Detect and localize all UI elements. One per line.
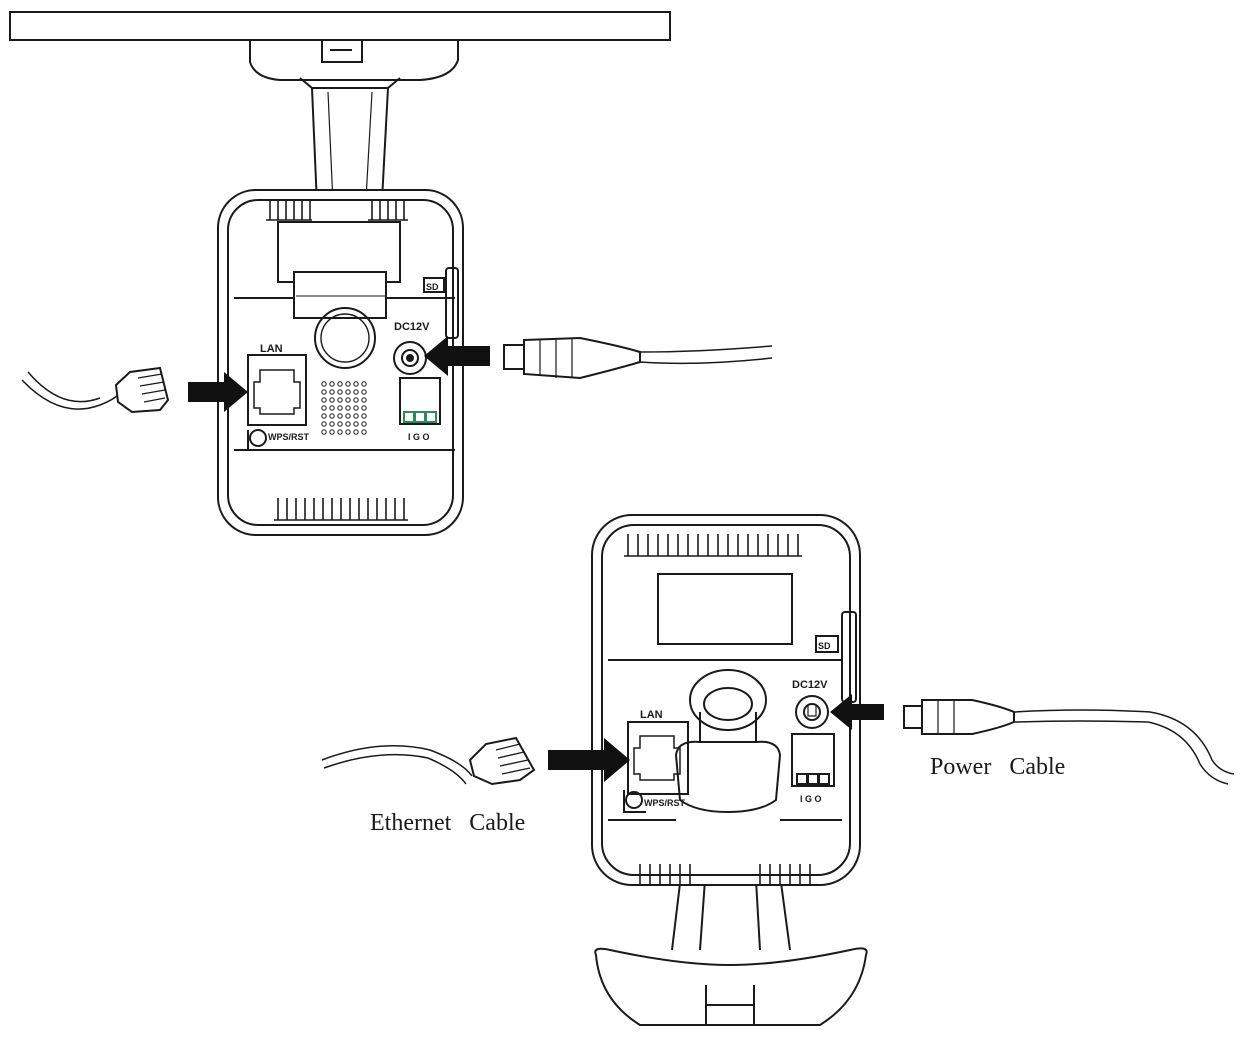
speaker-hole [361,381,367,387]
top-wps-button [249,429,267,447]
bottom-ethernet-arrow [548,738,630,782]
speaker-hole [321,429,327,435]
top-dc-plug-body [523,336,641,380]
bottom-lens-barrel [689,669,767,752]
speaker-hole [353,389,359,395]
speaker-hole [337,397,343,403]
speaker-hole [321,397,327,403]
speaker-hole [329,397,335,403]
bottom-camera-assembly [591,514,868,1026]
speaker-hole [345,429,351,435]
speaker-hole [361,397,367,403]
top-vents [266,200,408,221]
speaker-hole [353,381,359,387]
bottom-io-label: I G O [800,794,822,804]
top-power-arrow [424,336,490,376]
bottom-sd-label: SD [818,641,831,651]
ceiling-plate [9,11,671,41]
stand-foot [594,947,868,1026]
speaker-hole [361,421,367,427]
speaker-hole [321,405,327,411]
top-dc-label: DC12V [394,321,430,333]
speaker-hole [321,381,327,387]
top-dc-jack [393,341,427,375]
top-lan-label: LAN [260,343,283,355]
speaker-hole [329,389,335,395]
top-speaker-grille [321,381,367,435]
speaker-hole [337,389,343,395]
speaker-hole [353,421,359,427]
ethernet-cable-caption: Ethernet Cable [370,810,525,836]
speaker-hole [361,405,367,411]
speaker-hole [321,389,327,395]
bottom-power-arrow [830,694,884,730]
power-cable-caption: Power Cable [930,754,1065,780]
bottom-ethernet-cable [321,736,536,786]
speaker-hole [337,413,343,419]
speaker-hole [361,413,367,419]
bottom-camera-labels: SD DC12V LAN WPS/RST I G O [640,641,831,808]
speaker-hole [345,397,351,403]
speaker-hole [329,413,335,419]
ceiling-mount-base [249,40,459,81]
top-sd-slot [445,267,459,339]
speaker-hole [345,421,351,427]
bottom-rj45-plug [468,736,536,786]
bottom-lan-port [627,721,689,795]
top-camera-assembly [9,11,671,536]
speaker-hole [353,405,359,411]
speaker-hole [321,413,327,419]
speaker-hole [361,429,367,435]
top-io-terminal [399,377,441,425]
bottom-power-cable [903,699,1235,785]
speaker-hole [345,381,351,387]
speaker-hole [361,389,367,395]
bottom-dc-plug-body [921,699,1015,735]
speaker-hole [337,405,343,411]
speaker-hole [329,381,335,387]
bottom-dc-label: DC12V [792,679,828,691]
bottom-lan-label: LAN [640,709,663,721]
bracket-clamp [293,271,387,319]
top-lens-ring [314,307,376,369]
bottom-dc-plug-tip [903,705,923,729]
bottom-wps-label: WPS/RST [644,798,686,808]
speaker-hole [329,429,335,435]
speaker-hole [329,405,335,411]
mount-clip [321,39,363,63]
speaker-hole [345,405,351,411]
top-wps-label: WPS/RST [268,432,310,442]
speaker-hole [321,421,327,427]
top-io-label: I G O [408,432,430,442]
top-sd-label: SD [426,282,439,292]
top-lan-port [247,354,307,426]
speaker-hole [345,389,351,395]
speaker-hole [345,413,351,419]
top-camera-labels: SD DC12V LAN WPS/RST I G O [260,282,439,442]
speaker-hole [353,397,359,403]
bottom-io-terminal [791,733,835,787]
speaker-hole [337,429,343,435]
bottom-dc-jack [795,695,829,729]
top-ethernet-cable [21,366,170,414]
speaker-hole [329,421,335,427]
top-ethernet-arrow [188,372,248,412]
top-power-cable [503,336,773,380]
speaker-hole [353,413,359,419]
speaker-hole [337,421,343,427]
top-dc-plug-tip [503,344,525,370]
bottom-clamp-collar [674,740,782,814]
speaker-hole [337,381,343,387]
speaker-hole [353,429,359,435]
top-rj45-plug [114,366,170,414]
bottom-wps-button [625,791,643,809]
